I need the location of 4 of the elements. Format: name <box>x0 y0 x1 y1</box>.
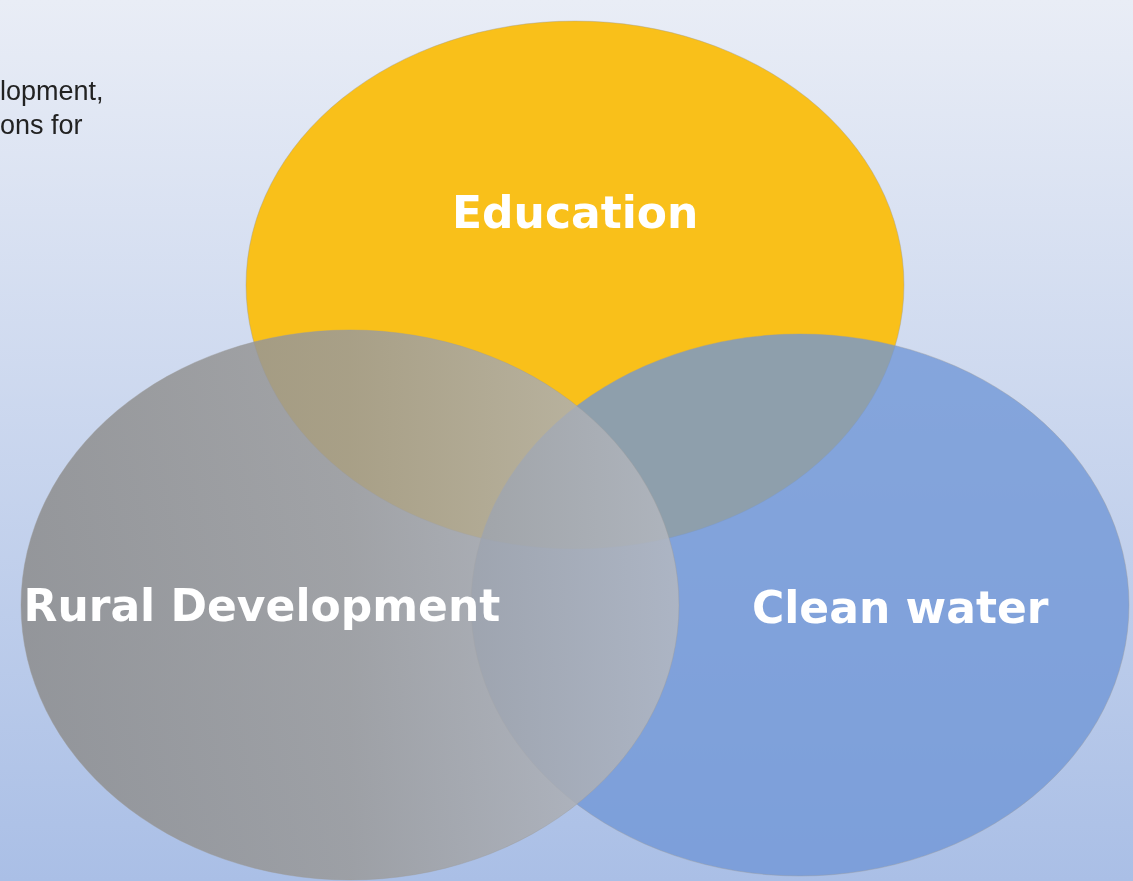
circle-label: Clean water <box>752 581 1049 633</box>
note-text: lopment, ons for <box>0 75 105 142</box>
circle-label: Education <box>452 186 699 238</box>
circle-label: Rural Development <box>23 579 501 631</box>
